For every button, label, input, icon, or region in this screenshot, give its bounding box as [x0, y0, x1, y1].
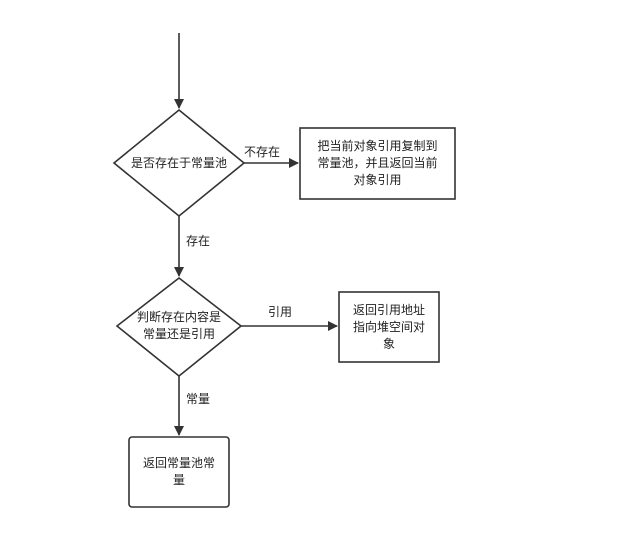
decision-type-text: 判断存在内容是 常量还是引用 — [136, 310, 221, 341]
box-heap-text: 返回引用地址 指向堆空间对 象 — [352, 302, 425, 351]
decision-exists-text: 是否存在于常量池 — [130, 155, 227, 170]
box-copy-text: 把当前对象引用复制到 常量池，并且返回当前 对象引用 — [317, 139, 438, 187]
edge-label-constant: 常量 — [186, 392, 211, 406]
box-const-text: 返回常量池常 量 — [142, 456, 215, 487]
decision-type-diamond — [115, 276, 243, 378]
edge-label-not-exists: 不存在 — [244, 145, 281, 159]
decision-exists-diamond — [112, 108, 246, 218]
box-const-rect — [128, 436, 230, 508]
box-heap-rect — [338, 291, 440, 363]
box-copy-rect — [299, 127, 456, 200]
edge-label-reference: 引用 — [268, 305, 293, 319]
edge-label-exists: 存在 — [186, 234, 211, 248]
